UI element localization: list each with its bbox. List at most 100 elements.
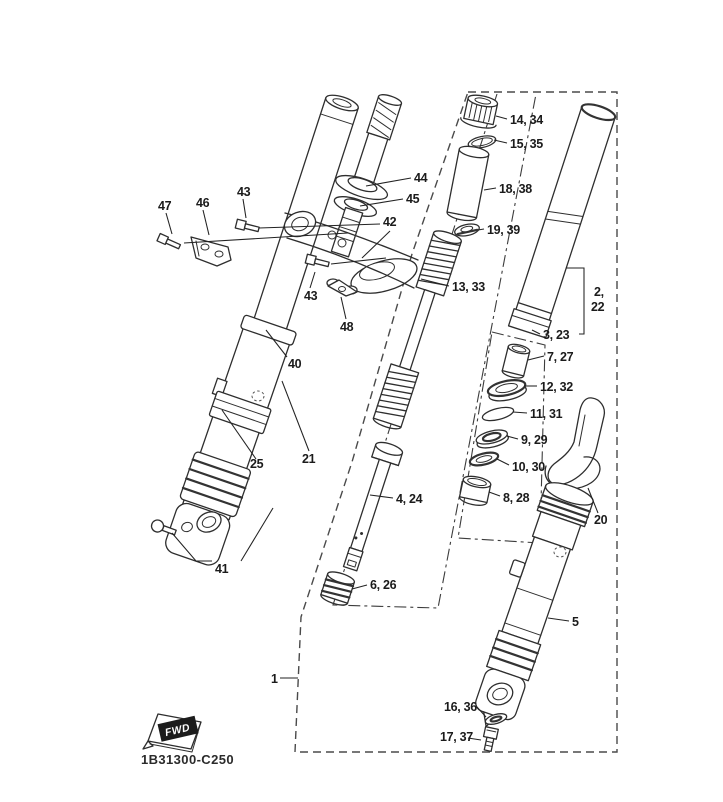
- part-label: 18, 38: [499, 182, 532, 196]
- leader-line: [420, 278, 450, 287]
- leader-line: [531, 329, 541, 335]
- leader-line: [476, 706, 487, 718]
- leader-line: [496, 458, 510, 466]
- leader-line: [488, 491, 501, 497]
- leader-line: [566, 267, 585, 335]
- part-label: 16, 36: [444, 700, 477, 714]
- part-label: 43: [304, 289, 318, 303]
- leader-line: [242, 198, 247, 219]
- bolt-43-upper: [234, 218, 260, 233]
- cap-o-ring: [467, 135, 497, 149]
- part-label: 45: [406, 192, 420, 206]
- part-label: 42: [383, 215, 397, 229]
- part-label: 22: [591, 300, 605, 314]
- dust-seal: [475, 429, 509, 449]
- part-label: 13, 33: [452, 280, 485, 294]
- inner-tube-right: [507, 103, 617, 339]
- leader-line: [483, 187, 497, 191]
- part-label: 12, 32: [540, 380, 573, 394]
- part-label: 44: [414, 171, 428, 185]
- axle-hole-left-inner: [201, 516, 217, 528]
- part-label: 11, 31: [530, 407, 563, 421]
- fwd-badge: FWD: [142, 713, 202, 753]
- reflector-bracket: [190, 236, 232, 267]
- slide-metal-lower: [458, 475, 492, 506]
- oil-seal: [486, 379, 527, 402]
- leader-line: [183, 232, 349, 244]
- part-label: 10, 30: [512, 460, 545, 474]
- leader-line: [369, 494, 394, 499]
- leader-line: [467, 737, 482, 741]
- leader-line: [202, 209, 210, 236]
- outer-tube-left: [165, 314, 297, 566]
- leader-line: [351, 584, 368, 590]
- part-label: 5: [572, 615, 579, 629]
- cable-guide-48: [326, 278, 358, 297]
- part-label: 17, 37: [440, 730, 473, 744]
- leader-line: [340, 296, 347, 320]
- leader-line: [359, 198, 404, 207]
- position-mark-left: [251, 390, 265, 402]
- leader-line: [221, 409, 257, 460]
- cap-bolt: [460, 94, 499, 129]
- reference-boxes: [294, 91, 618, 753]
- leader-line: [477, 228, 485, 231]
- fwd-arrow-tip: [142, 740, 154, 750]
- slide-metal-upper: [501, 343, 531, 379]
- axle-hole-right-inner: [492, 687, 508, 701]
- part-label: 1: [271, 672, 278, 686]
- leader-line: [512, 411, 528, 414]
- part-label: 46: [196, 196, 210, 210]
- fwd-label: FWD: [164, 722, 191, 739]
- leader-line: [281, 380, 310, 452]
- leader-line: [240, 507, 274, 562]
- part-label: 25: [250, 457, 264, 471]
- part-label: 21: [302, 452, 316, 466]
- chain-box-damper-group: [332, 93, 537, 609]
- cap-o-ring-inner: [471, 137, 493, 147]
- part-label: 2,: [594, 285, 604, 299]
- leader-line: [171, 532, 212, 562]
- leader-line: [547, 617, 570, 622]
- retaining-clip: [468, 451, 500, 467]
- position-mark-right: [553, 546, 567, 558]
- part-labels-layer: 47 46 43 44 45 42 43 48 40 21 25 41 1 13, 33 4, 24 6, 2…: [158, 113, 608, 744]
- part-label: 4, 24: [396, 492, 423, 506]
- fork-spring: [372, 230, 462, 430]
- part-label: 40: [288, 357, 302, 371]
- part-label: 43: [237, 185, 251, 199]
- leader-line: [265, 329, 288, 358]
- part-label: 47: [158, 199, 172, 213]
- part-label: 6, 26: [370, 578, 397, 592]
- leader-line: [309, 271, 316, 289]
- spacer-tube: [446, 145, 490, 222]
- part-label: 41: [215, 562, 229, 576]
- leader-line: [493, 139, 508, 144]
- axle-pinch-bolt-right: [482, 726, 499, 753]
- leader-line: [258, 223, 381, 229]
- part-label: 14, 34: [510, 113, 543, 127]
- leader-line: [506, 435, 519, 440]
- axle-washer: [484, 713, 508, 725]
- leader-line: [365, 177, 412, 187]
- outer-tube-right: [475, 482, 594, 728]
- seal-washer: [481, 406, 515, 422]
- bolt-43-lower: [304, 253, 330, 268]
- leader-line: [587, 487, 599, 514]
- outer-dashed-box: [294, 91, 618, 753]
- leader-line: [495, 115, 508, 120]
- part-label: 15, 35: [510, 137, 543, 151]
- leader-line: [361, 230, 391, 259]
- leader-line: [165, 212, 173, 235]
- part-label: 48: [340, 320, 354, 334]
- rebound-spring: [320, 571, 356, 606]
- part-label: 3, 23: [543, 328, 570, 342]
- part-label: 20: [594, 513, 608, 527]
- leader-line: [330, 257, 387, 265]
- part-label: 9, 29: [521, 433, 548, 447]
- damper-rod: [342, 441, 404, 572]
- leader-line: [527, 355, 545, 361]
- part-label: 7, 27: [547, 350, 574, 364]
